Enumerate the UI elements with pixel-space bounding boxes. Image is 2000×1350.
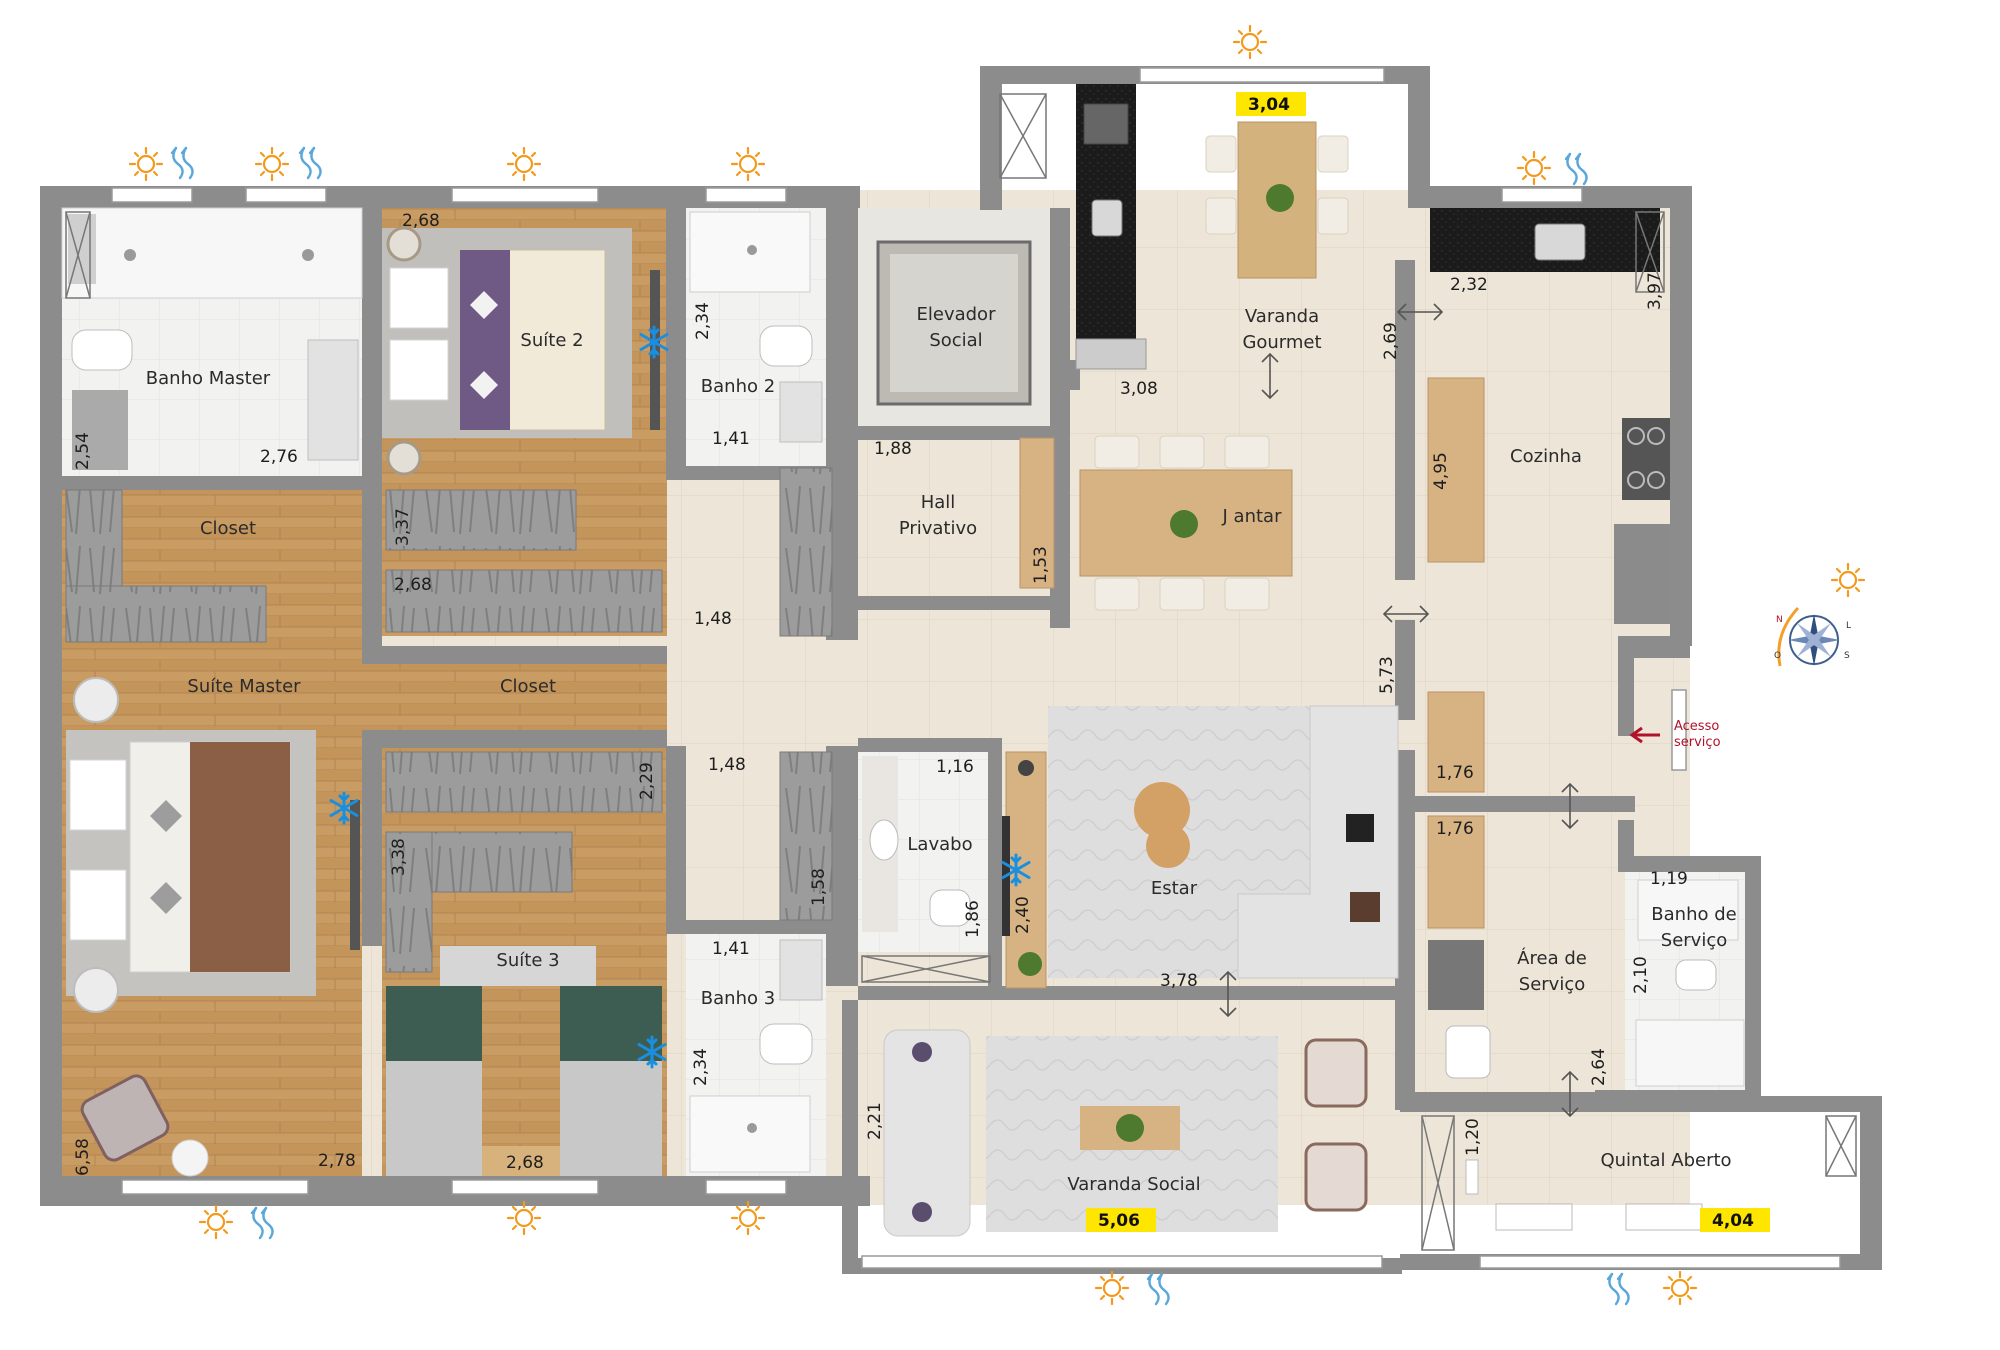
sun-icon bbox=[506, 1200, 542, 1236]
dim-3-97: 3,97 bbox=[1645, 272, 1665, 310]
dim-3-08: 3,08 bbox=[1120, 379, 1158, 399]
label-suite-2: Suíte 2 bbox=[520, 330, 583, 351]
wind-icon bbox=[1606, 1272, 1630, 1306]
sun-icon bbox=[198, 1204, 234, 1240]
sun-icon bbox=[1094, 1270, 1130, 1306]
wind-icon bbox=[250, 1206, 274, 1240]
label-banho-master: Banho Master bbox=[146, 368, 271, 389]
dim-1-41-a: 1,41 bbox=[712, 429, 750, 449]
label-elevador-2: Social bbox=[929, 330, 982, 351]
dim-2-32-b: 2,32 bbox=[1450, 275, 1488, 295]
dim-1-19: 1,19 bbox=[1650, 869, 1688, 889]
dim-4-95: 4,95 bbox=[1431, 452, 1451, 490]
acesso-label-1: Acesso bbox=[1674, 719, 1719, 734]
dim-2-68-b: 2,68 bbox=[394, 575, 432, 595]
label-suite-3: Suíte 3 bbox=[496, 950, 559, 971]
dim-3-37: 3,37 bbox=[393, 508, 413, 546]
label-banho-servico-2: Serviço bbox=[1661, 930, 1727, 951]
label-jantar: J antar bbox=[1222, 506, 1283, 527]
acesso-servico-arrow: Acesso serviço bbox=[1629, 719, 1721, 750]
label-hall-1: Hall bbox=[921, 492, 956, 513]
dim-1-86: 1,86 bbox=[963, 900, 983, 938]
dim-5-73: 5,73 bbox=[1377, 656, 1397, 694]
wind-icon bbox=[1564, 152, 1588, 186]
sun-icon bbox=[1516, 150, 1552, 186]
sun-icon bbox=[128, 146, 164, 182]
dim-6-58: 6,58 bbox=[73, 1138, 93, 1176]
label-elevador-1: Elevador bbox=[917, 304, 997, 325]
wind-icon bbox=[170, 146, 194, 180]
dim-5-06: 5,06 bbox=[1098, 1211, 1140, 1231]
sun-icon bbox=[730, 1200, 766, 1236]
dim-2-29: 2,29 bbox=[637, 762, 657, 800]
dim-2-10: 2,10 bbox=[1631, 956, 1651, 994]
sun-icon bbox=[1662, 1270, 1698, 1306]
compass-n: N bbox=[1776, 615, 1783, 625]
sun-icon bbox=[254, 146, 290, 182]
dim-3-38: 3,38 bbox=[389, 838, 409, 876]
label-cozinha: Cozinha bbox=[1510, 446, 1582, 467]
label-area-servico-2: Serviço bbox=[1519, 974, 1585, 995]
label-varanda-gourmet-1: Varanda bbox=[1245, 306, 1319, 327]
windows bbox=[111, 67, 1841, 1269]
dim-2-54: 2,54 bbox=[73, 432, 93, 470]
dim-2-34-b: 2,34 bbox=[691, 1048, 711, 1086]
dim-2-68-c: 2,68 bbox=[506, 1153, 544, 1173]
label-banho-2: Banho 2 bbox=[701, 376, 775, 397]
dim-1-41-b: 1,41 bbox=[712, 939, 750, 959]
dim-1-53: 1,53 bbox=[1031, 546, 1051, 584]
compass-l: L bbox=[1846, 621, 1851, 631]
room-labels: Banho Master Suíte 2 Banho 2 Elevador So… bbox=[146, 304, 1737, 1195]
dim-2-40: 2,40 bbox=[1013, 896, 1033, 934]
dim-2-76: 2,76 bbox=[260, 447, 298, 467]
dim-2-34-a: 2,34 bbox=[693, 302, 713, 340]
dim-2-64: 2,64 bbox=[1589, 1048, 1609, 1086]
sun-icon bbox=[1232, 24, 1268, 60]
furniture bbox=[61, 84, 1857, 1251]
dim-1-58: 1,58 bbox=[809, 868, 829, 906]
label-varanda-social: Varanda Social bbox=[1067, 1174, 1200, 1195]
dim-2-21: 2,21 bbox=[865, 1102, 885, 1140]
dim-3-04: 3,04 bbox=[1248, 95, 1290, 115]
dim-2-78: 2,78 bbox=[318, 1151, 356, 1171]
dim-2-69: 2,69 bbox=[1381, 322, 1401, 360]
wind-icon bbox=[1146, 1272, 1170, 1306]
dim-1-76-b: 1,76 bbox=[1436, 819, 1474, 839]
dim-1-20: 1,20 bbox=[1463, 1118, 1483, 1156]
sun-icon bbox=[506, 146, 542, 182]
dim-3-78: 3,78 bbox=[1160, 971, 1198, 991]
compass-rose-icon: N L S O bbox=[1774, 606, 1851, 667]
sun-icon bbox=[1830, 562, 1866, 598]
dim-2-32-a: 2,32 bbox=[1454, 211, 1492, 231]
dim-1-88: 1,88 bbox=[874, 439, 912, 459]
label-hall-2: Privativo bbox=[899, 518, 977, 539]
label-area-servico-1: Área de bbox=[1517, 947, 1587, 969]
label-suite-master: Suíte Master bbox=[187, 676, 301, 697]
label-banho-3: Banho 3 bbox=[701, 988, 775, 1009]
compass-s: S bbox=[1844, 651, 1850, 661]
acesso-label-2: serviço bbox=[1674, 735, 1721, 750]
dim-2-68-a: 2,68 bbox=[402, 211, 440, 231]
label-estar: Estar bbox=[1151, 878, 1198, 899]
label-closet-mid: Closet bbox=[500, 676, 556, 697]
label-closet-top: Closet bbox=[200, 518, 256, 539]
label-varanda-gourmet-2: Gourmet bbox=[1242, 332, 1321, 353]
dim-1-16: 1,16 bbox=[936, 757, 974, 777]
dimension-labels: 2,68 2,54 2,76 2,34 1,41 3,04 3,08 2,69 … bbox=[73, 95, 1754, 1231]
label-quintal: Quintal Aberto bbox=[1600, 1150, 1731, 1171]
sun-icon bbox=[730, 146, 766, 182]
dim-1-48-b: 1,48 bbox=[708, 755, 746, 775]
label-lavabo: Lavabo bbox=[907, 834, 972, 855]
dim-4-04: 4,04 bbox=[1712, 1211, 1754, 1231]
highlight-badges bbox=[1086, 92, 1770, 1232]
dim-1-76-a: 1,76 bbox=[1436, 763, 1474, 783]
compass-o: O bbox=[1774, 651, 1781, 661]
label-banho-servico-1: Banho de bbox=[1651, 904, 1736, 925]
dim-1-48-a: 1,48 bbox=[694, 609, 732, 629]
wind-icon bbox=[298, 146, 322, 180]
